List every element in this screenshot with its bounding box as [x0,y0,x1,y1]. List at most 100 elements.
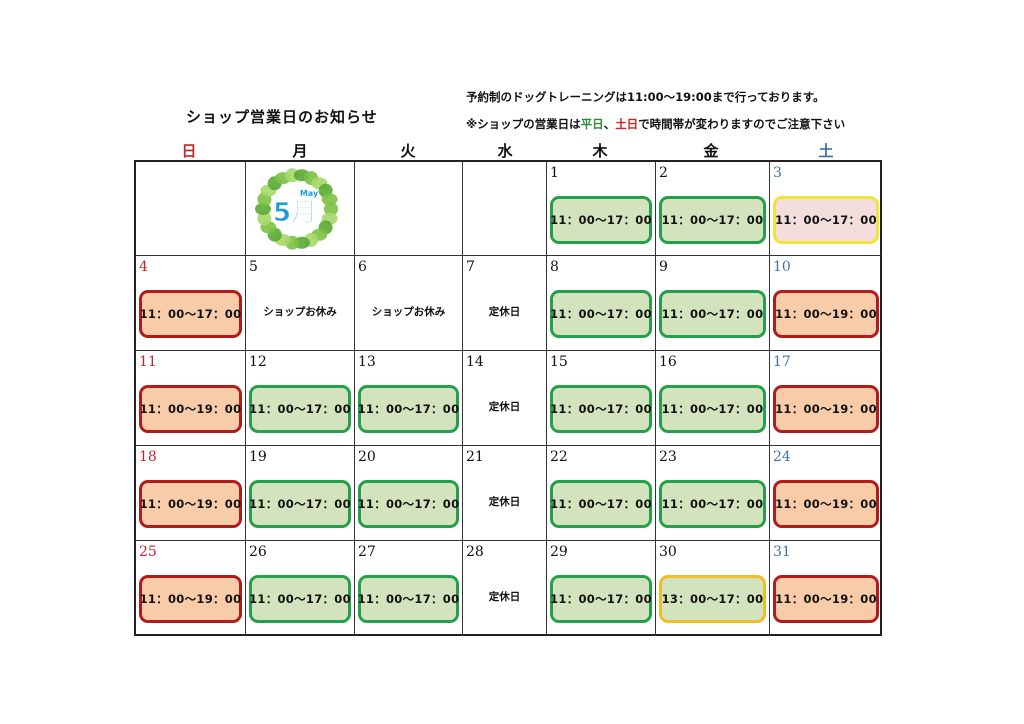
business-hours-badge: 11：00～19：00 [773,575,879,623]
business-hours-badge: 11：00～17：00 [659,290,766,338]
day-number: 10 [773,259,791,275]
month-english: May [300,189,319,198]
business-hours-badge: 13：00～17：00 [659,575,766,623]
business-hours-badge: 11：00～19：00 [139,385,242,433]
calendar-day-cell [355,162,463,256]
day-number: 9 [659,259,668,275]
hours-notice-sep: 、 [603,117,616,131]
business-hours-badge: 11：00～17：00 [550,290,652,338]
calendar-day-cell: 17 11：00～19：00 [770,351,882,446]
business-hours-badge: 11：00～17：00 [358,575,459,623]
closed-note: 定休日 [488,306,521,318]
calendar-day-cell [136,162,246,256]
business-hours-badge: 11：00～17：00 [550,385,652,433]
day-number: 17 [773,354,791,370]
calendar-day-cell: 3 11：00～17：00 [770,162,882,256]
hours-notice-weekend: 土日 [615,117,639,131]
weekday-label: 土 [818,142,834,160]
calendar-day-cell: 8 11：00～17：00 [547,256,656,351]
business-hours-badge: 11：00～17：00 [358,385,459,433]
business-hours-badge: 11：00～17：00 [659,480,766,528]
day-number: 22 [550,449,568,465]
page-title: ショップ営業日のお知らせ [186,108,378,126]
business-hours-badge: 11：00～19：00 [773,480,879,528]
calendar-day-cell: 21 定休日 [463,446,547,541]
calendar-day-cell: 27 11：00～17：00 [355,541,463,636]
day-number: 13 [358,354,376,370]
closed-note: ショップお休み [263,306,337,318]
day-number: 26 [249,544,267,560]
day-number: 18 [139,449,157,465]
business-hours-badge: 11：00～17：00 [139,290,242,338]
day-number: 6 [358,259,367,275]
hours-notice-prefix: ※ショップの営業日は [466,117,581,131]
weekday-label: 木 [592,142,608,160]
day-number: 14 [466,354,484,370]
wreath-leaf [324,202,338,216]
day-number: 31 [773,544,791,560]
day-number: 23 [659,449,677,465]
wreath-leaf [257,211,272,226]
weekday-label: 日 [181,142,197,160]
calendar-day-cell: 29 11：00～17：00 [547,541,656,636]
business-hours-badge: 11：00～17：00 [358,480,459,528]
weekday-label: 火 [400,142,416,160]
calendar-day-cell: 15 11：00～17：00 [547,351,656,446]
day-number: 19 [249,449,267,465]
day-number: 25 [139,544,157,560]
calendar-day-cell: 24 11：00～19：00 [770,446,882,541]
business-hours-badge: 11：00～17：00 [249,575,351,623]
calendar-day-cell: 20 11：00～17：00 [355,446,463,541]
day-number: 5 [249,259,258,275]
day-number: 21 [466,449,484,465]
calendar-day-cell: 5 ショップお休み [246,256,355,351]
training-notice: 予約制のドッグトレーニングは11:00～19:00まで行っております。 [466,90,825,104]
day-number: 28 [466,544,484,560]
weekday-label: 金 [703,142,719,160]
calendar-day-cell: 9 11：00～17：00 [656,256,770,351]
calendar-day-cell: 14 定休日 [463,351,547,446]
day-number: 29 [550,544,568,560]
hours-notice-suffix: で時間帯が変わりますのでご注意下さい [638,117,846,131]
business-hours-badge: 11：00～19：00 [139,575,242,623]
hours-notice: ※ショップの営業日は平日、土日で時間帯が変わりますのでご注意下さい [466,116,845,132]
day-number: 2 [659,165,668,181]
day-number: 4 [139,259,148,275]
wreath-leaf [255,203,271,215]
weekday-label: 水 [497,142,513,160]
day-number: 11 [139,354,157,370]
day-number: 1 [550,165,559,181]
business-hours-badge: 11：00～19：00 [773,385,879,433]
wreath-leaf [321,193,338,206]
month-number: 5月 [273,198,317,228]
closed-note: 定休日 [488,401,521,413]
business-hours-badge: 11：00～17：00 [659,385,766,433]
calendar-day-cell: 4 11：00～17：00 [136,256,246,351]
business-hours-badge: 11：00～17：00 [550,575,652,623]
day-number: 24 [773,449,791,465]
business-hours-badge: 11：00～17：00 [249,480,351,528]
calendar-day-cell: 19 11：00～17：00 [246,446,355,541]
day-number: 12 [249,354,267,370]
day-number: 15 [550,354,568,370]
business-hours-badge: 11：00～17：00 [773,196,879,244]
day-number: 3 [773,165,782,181]
calendar-day-cell [463,162,547,256]
day-number: 8 [550,259,559,275]
day-number: 20 [358,449,376,465]
day-number: 27 [358,544,376,560]
calendar-day-cell: 25 11：00～19：00 [136,541,246,636]
closed-note: 定休日 [488,496,521,508]
calendar-day-cell: 23 11：00～17：00 [656,446,770,541]
